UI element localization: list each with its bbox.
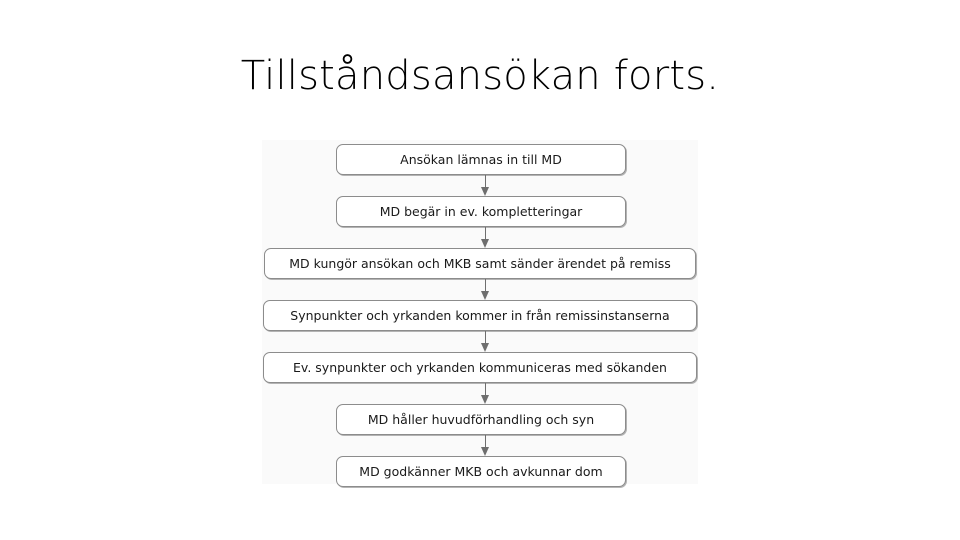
flowchart-step-5: Ev. synpunkter och yrkanden kommuniceras…: [263, 352, 697, 383]
arrow-down-icon: [479, 383, 492, 404]
arrow-shaft: [485, 331, 486, 345]
arrow-down-icon: [479, 279, 492, 300]
flowchart-step-4: Synpunkter och yrkanden kommer in från r…: [263, 300, 697, 331]
arrow-head: [481, 395, 489, 404]
arrow-head: [481, 239, 489, 248]
flowchart-step-label: Ansökan lämnas in till MD: [400, 151, 562, 167]
flowchart-step-6: MD håller huvudförhandling och syn: [336, 404, 626, 435]
arrow-down-icon: [479, 435, 492, 456]
arrow-shaft: [485, 435, 486, 449]
flowchart-step-7: MD godkänner MKB och avkunnar dom: [336, 456, 626, 487]
flowchart-step-label: MD kungör ansökan och MKB samt sänder är…: [289, 255, 671, 271]
arrow-head: [481, 291, 489, 300]
flowchart-canvas: Ansökan lämnas in till MD MD begär in ev…: [262, 140, 698, 487]
arrow-head: [481, 187, 489, 196]
arrow-down-icon: [479, 331, 492, 352]
flowchart-step-label: MD begär in ev. kompletteringar: [379, 203, 583, 219]
arrow-head: [481, 343, 489, 352]
arrow-shaft: [485, 279, 486, 293]
arrow-down-icon: [479, 227, 492, 248]
arrow-down-icon: [479, 175, 492, 196]
flowchart-step-label: Synpunkter och yrkanden kommer in från r…: [290, 307, 670, 323]
flowchart-step-label: Ev. synpunkter och yrkanden kommuniceras…: [293, 359, 667, 375]
arrow-shaft: [485, 383, 486, 397]
flowchart-step-1: Ansökan lämnas in till MD: [336, 144, 626, 175]
arrow-head: [481, 447, 489, 456]
arrow-shaft: [485, 227, 486, 241]
arrow-shaft: [485, 175, 486, 189]
flowchart-step-label: MD håller huvudförhandling och syn: [367, 411, 595, 427]
page-title: Tillståndsansökan forts.: [240, 53, 720, 99]
flowchart-step-3: MD kungör ansökan och MKB samt sänder är…: [264, 248, 696, 279]
flowchart-step-label: MD godkänner MKB och avkunnar dom: [359, 463, 603, 479]
flowchart-step-2: MD begär in ev. kompletteringar: [336, 196, 626, 227]
